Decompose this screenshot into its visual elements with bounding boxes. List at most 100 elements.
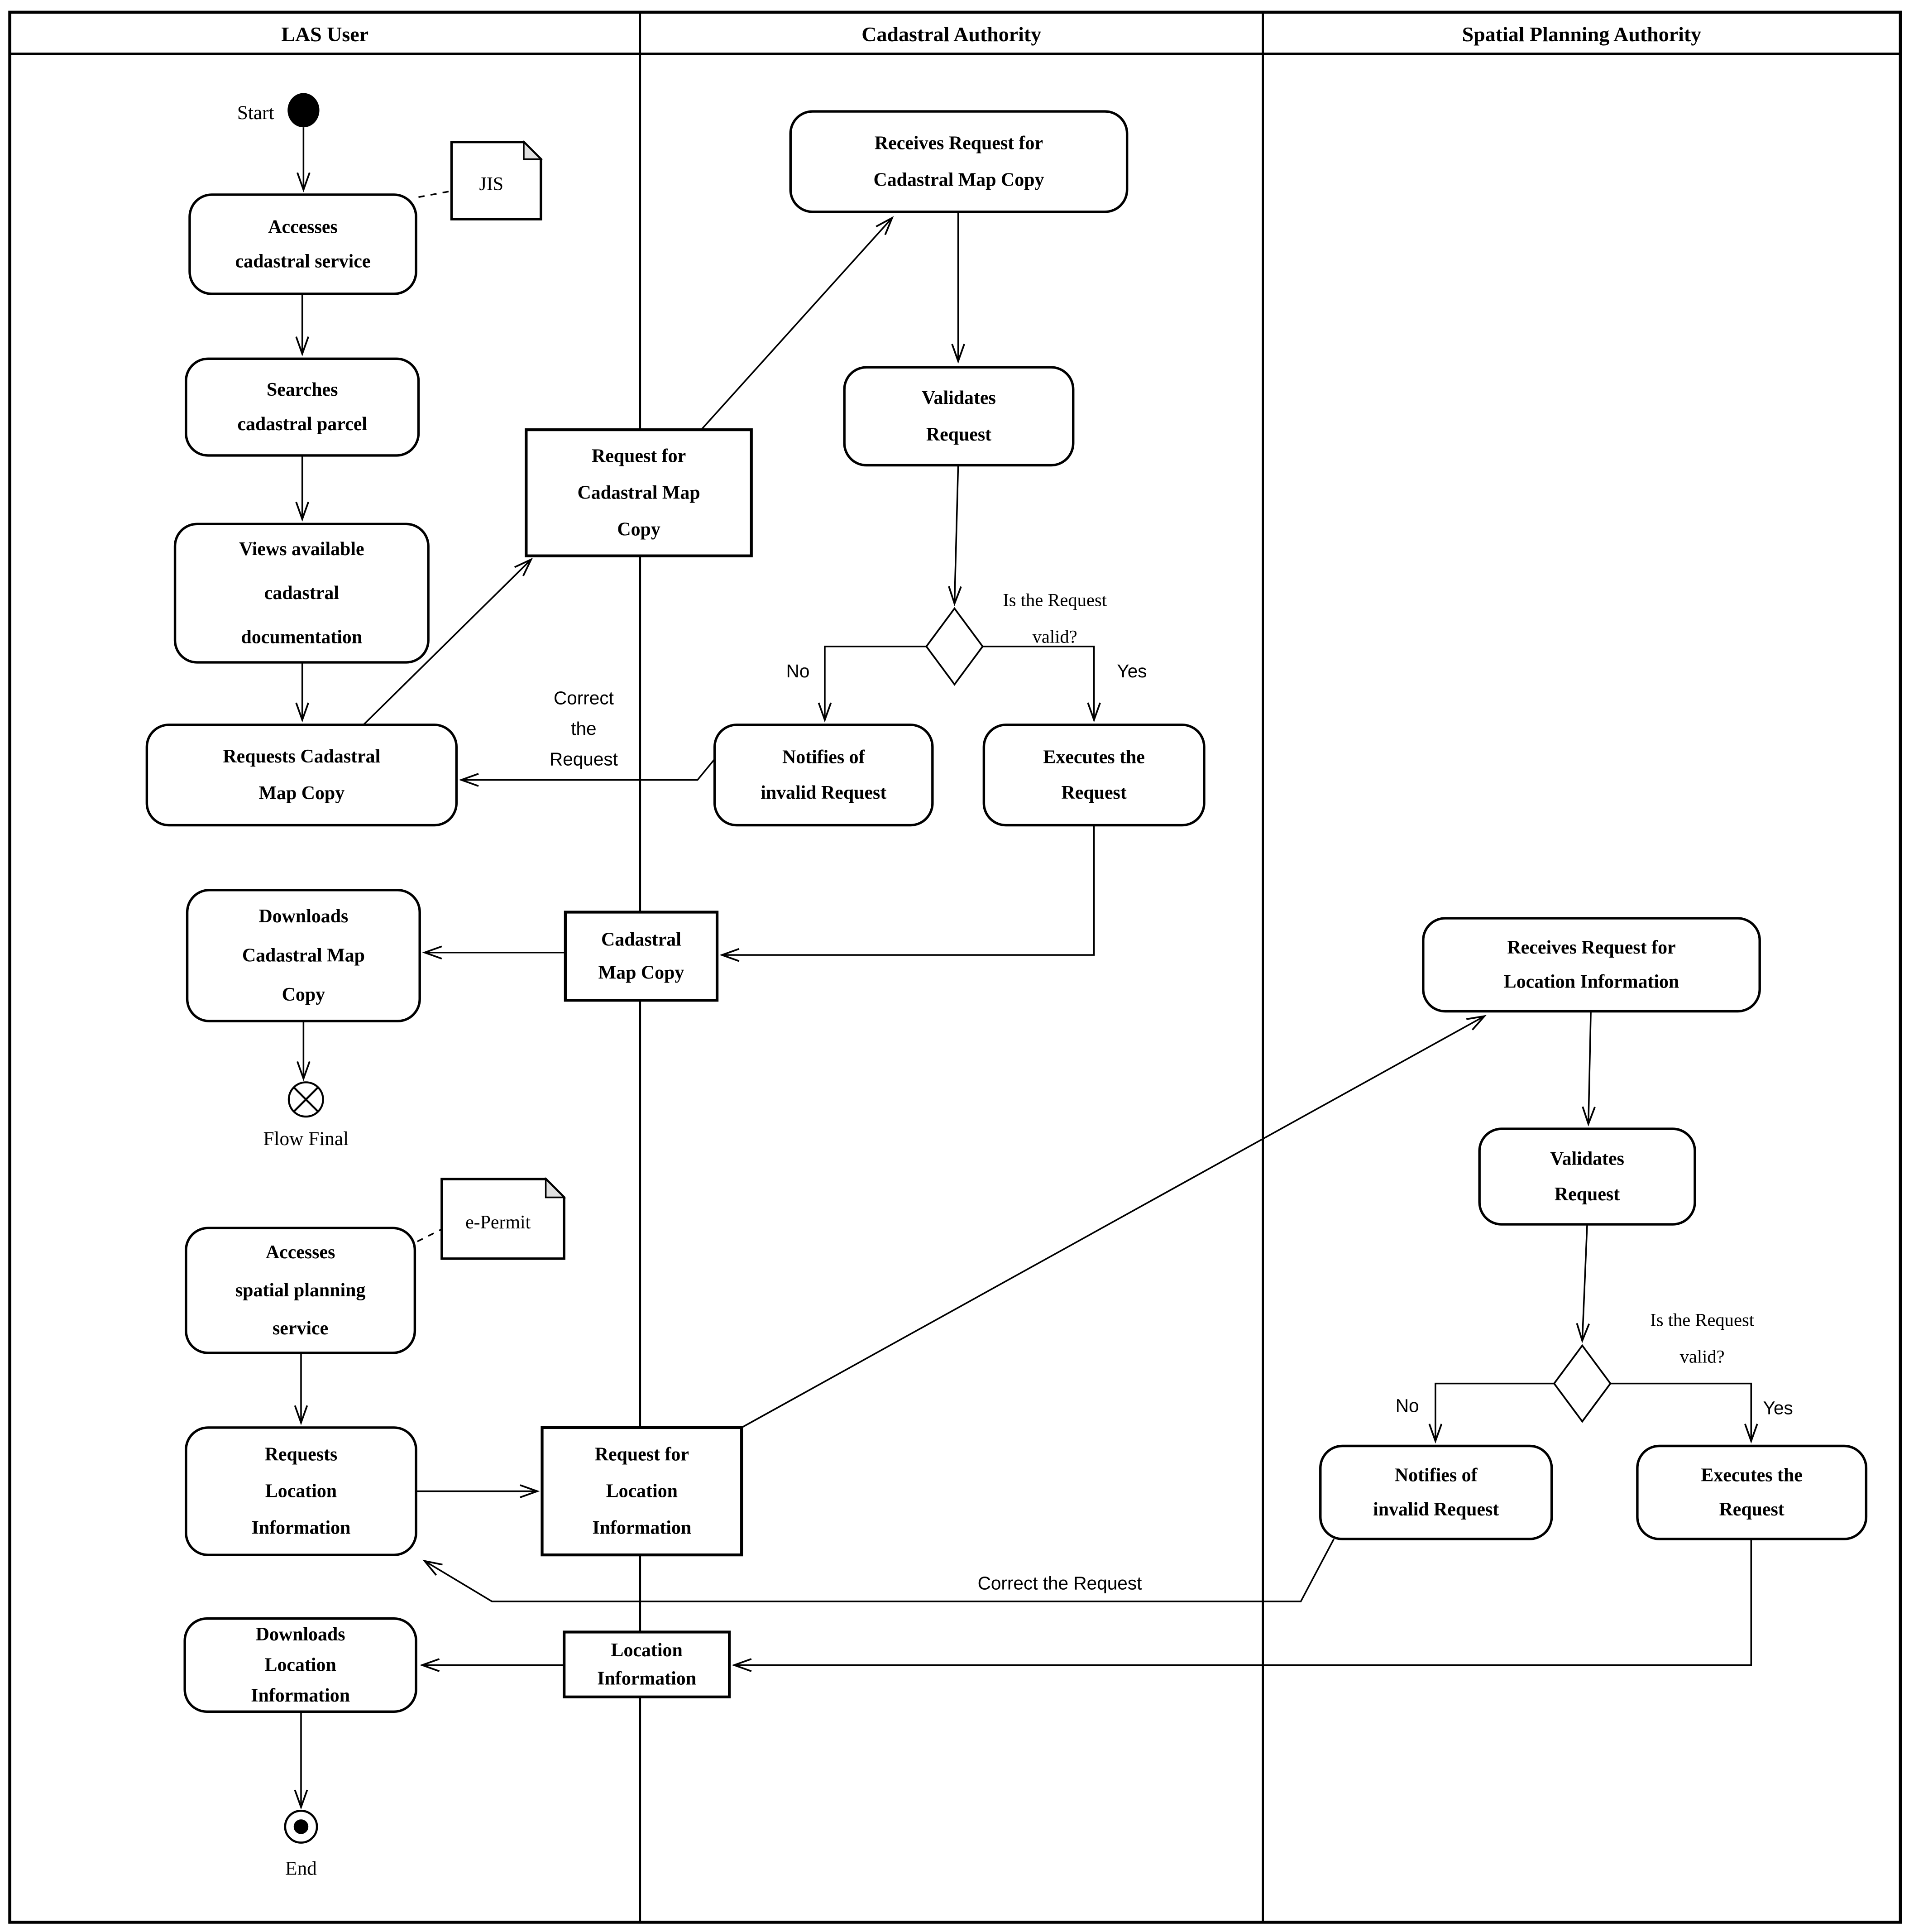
activity-notifies-invalid-request-cadastral-text: Notifies of [782,747,866,767]
edge-decision-yes-spatial [1610,1382,1751,1441]
activity-searches-cadastral-parcel-text: cadastral parcel [237,414,367,435]
activity-validates-request-spatial [1478,1127,1696,1226]
object-request-for-location-information [541,1426,743,1557]
activity-requests-location-information-text: Location [265,1481,337,1502]
edge-requests-cmc-to-request-object [363,560,531,726]
activity-receives-request-location-information-text: Receives Request for [1507,937,1675,958]
object-cadastral-map-copy-text: Map Copy [598,962,684,983]
label-no-spatial-text: No [1396,1395,1419,1416]
activity-notifies-invalid-request-spatial [1319,1444,1553,1540]
activity-receives-request-location-information-text: Location Information [1504,972,1679,992]
object-request-for-cadastral-map-copy-text: Cadastral Map [578,482,700,503]
object-request-for-location-information-text: Information [592,1518,691,1539]
activity-requests-location-information-text: Information [252,1518,351,1539]
label-is-request-valid-cadastral-text: Is the Request [1003,590,1107,610]
activity-requests-location-information-text: Requests [265,1444,338,1465]
activity-receives-request-cadastral-map-copy-text: Cadastral Map Copy [873,169,1044,190]
edge-decision-no-spatial [1435,1382,1555,1441]
label-correct-the-request-cadastral-text: the [571,718,596,739]
diagram-frame [8,10,1902,1924]
label-end-text: End [285,1857,317,1879]
activity-accesses-cadastral-service-text: Accesses [268,217,338,238]
activity-executes-request-spatial-text: Request [1719,1499,1785,1520]
activity-validates-request-cadastral-text: Request [926,424,991,445]
edge-request-loc-object-to-receives [741,1016,1484,1429]
activity-executes-request-spatial-text: Executes the [1701,1465,1802,1486]
object-request-for-location-information-text: Request for [595,1444,689,1465]
lane-las-user-text: LAS User [281,23,368,46]
object-location-information [563,1630,731,1698]
object-cadastral-map-copy-text: Cadastral [601,929,681,950]
decision-request-valid-cadastral [925,607,984,686]
activity-notifies-invalid-request-cadastral [713,724,934,827]
activity-requests-cadastral-map-copy [145,724,458,827]
edge-validates-to-decision-cadastral [955,465,958,604]
object-request-for-cadastral-map-copy [525,428,753,557]
edge-executes-to-cmc-object [722,825,1095,955]
activity-accesses-spatial-planning-service [185,1227,416,1354]
object-location-information-text: Information [597,1668,696,1689]
activity-validates-request-cadastral [843,366,1075,467]
activity-downloads-cadastral-map-copy-text: Downloads [258,906,348,927]
note-jis-fold [523,140,543,160]
end-node-inner [293,1819,309,1834]
activity-accesses-spatial-planning-service-text: spatial planning [235,1280,366,1301]
start-node [287,93,320,128]
activity-downloads-cadastral-map-copy-text: Copy [282,984,325,1005]
object-cadastral-map-copy [564,911,719,1002]
lane-cadastral-authority-text: Cadastral Authority [861,23,1041,46]
activity-downloads-location-information-text: Information [251,1685,350,1706]
activity-validates-request-cadastral-text: Validates [922,388,996,408]
edge-layer [301,127,1751,1807]
activity-accesses-spatial-planning-service-text: Accesses [266,1242,335,1263]
label-correct-the-request-spatial-text: Correct the Request [978,1572,1142,1593]
activity-accesses-spatial-planning-service-text: service [273,1318,328,1339]
label-correct-the-request-cadastral-text: Request [550,749,618,770]
note-jis-text: JIS [479,174,504,195]
activity-notifies-invalid-request-spatial-text: Notifies of [1395,1465,1478,1486]
label-yes-cadastral-text: Yes [1117,661,1147,681]
activity-views-available-documentation [173,523,430,664]
object-request-for-location-information-text: Location [606,1481,678,1502]
lane-spatial-planning-authority-text: Spatial Planning Authority [1462,23,1702,46]
activity-receives-request-cadastral-map-copy [789,110,1129,213]
activity-views-available-documentation-text: Views available [239,539,364,560]
object-request-for-cadastral-map-copy-text: Request for [592,446,686,466]
activity-validates-request-spatial-text: Request [1555,1184,1620,1205]
activity-downloads-cadastral-map-copy-text: Cadastral Map [242,945,365,966]
label-is-request-valid-spatial-text: valid? [1680,1347,1725,1367]
edge-decision-yes-cadastral [982,645,1094,720]
activity-requests-location-information [185,1426,417,1556]
activity-receives-request-location-information [1422,917,1761,1013]
activity-notifies-invalid-request-spatial-text: invalid Request [1373,1499,1499,1520]
edge-accesses-to-jis-note [418,190,452,198]
edge-validates-to-decision-spatial [1582,1224,1587,1341]
activity-downloads-location-information-text: Location [265,1655,336,1676]
edge-notifies-correct-request-spatial [425,1539,1335,1602]
edge-decision-no-cadastral [825,645,927,720]
object-location-information-text: Location [611,1640,683,1661]
note-e-permit-fold [545,1177,566,1199]
activity-requests-cadastral-map-copy-text: Map Copy [259,783,345,804]
activity-views-available-documentation-text: documentation [241,627,363,647]
label-yes-spatial-text: Yes [1763,1398,1793,1419]
activity-downloads-location-information [183,1617,417,1713]
object-request-for-cadastral-map-copy-text: Copy [617,519,660,540]
activity-validates-request-spatial-text: Validates [1550,1148,1624,1169]
note-e-permit-text: e-Permit [465,1212,531,1233]
note-jis [450,140,542,221]
activity-requests-cadastral-map-copy-text: Requests Cadastral [223,746,380,767]
activity-executes-request-spatial [1636,1444,1868,1540]
decision-request-valid-spatial [1553,1344,1612,1423]
edge-notifies-correct-request-cadastral [461,758,716,780]
edge-receives-loc-to-validates [1588,1011,1591,1124]
activity-searches-cadastral-parcel [185,357,420,457]
activity-executes-request-cadastral-text: Request [1062,782,1127,803]
label-correct-the-request-cadastral-text: Correct [554,687,614,708]
activity-downloads-location-information-text: Downloads [256,1624,345,1645]
flow-final-node-x2 [293,1087,319,1112]
